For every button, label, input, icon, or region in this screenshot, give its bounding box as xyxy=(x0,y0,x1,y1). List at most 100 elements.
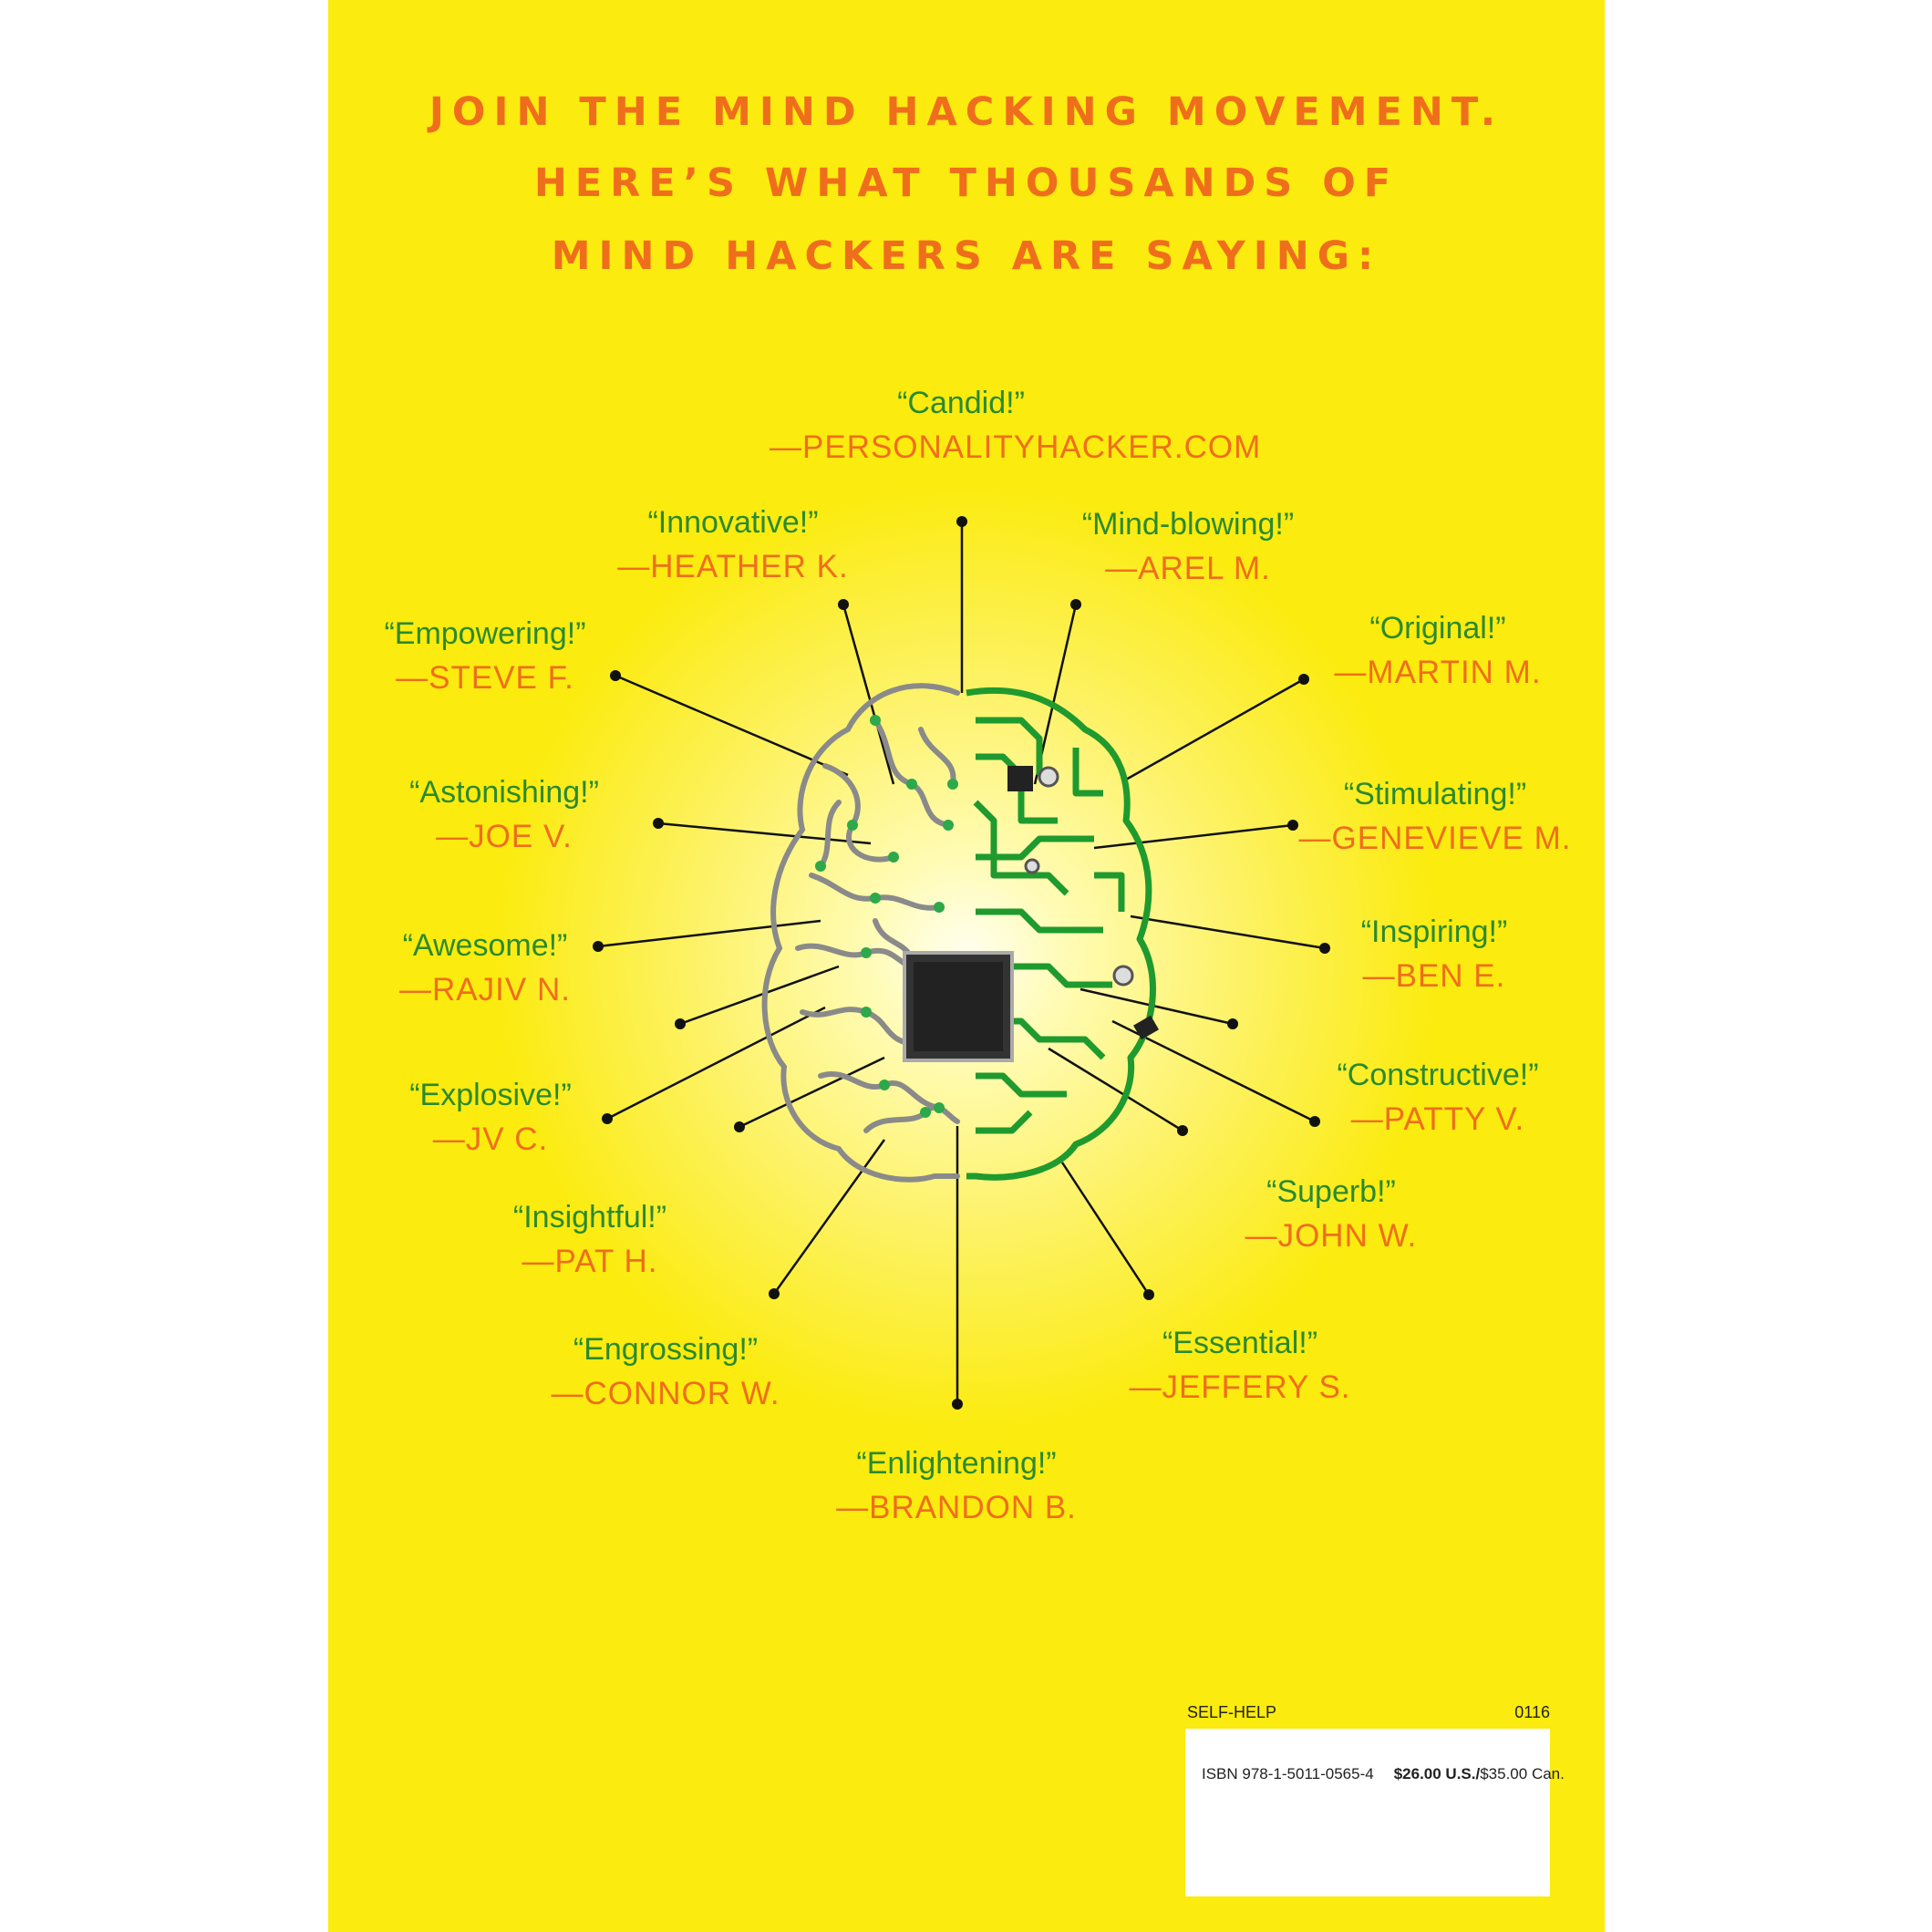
pointer-dot xyxy=(1309,1116,1320,1127)
testimonial-author: —JEFFERY S. xyxy=(1129,1369,1351,1405)
pointer-dot xyxy=(952,1399,963,1410)
circuit-right-hemisphere xyxy=(966,687,1156,1181)
price-us: $26.00 U.S./ xyxy=(1393,1765,1481,1782)
testimonial-quote: “Empowering!” xyxy=(384,616,586,651)
testimonial-quote: “Astonishing!” xyxy=(409,775,599,810)
testimonial: “Superb!” —JOHN W. xyxy=(1140,1176,1523,1252)
testimonial-author: —PERSONALITYHACKER.COM xyxy=(770,429,1262,465)
testimonial: “Engrossing!” —CONNOR W. xyxy=(474,1334,857,1410)
pointer-line xyxy=(842,604,895,785)
circuit-trace xyxy=(976,1110,1033,1134)
circuit-components xyxy=(1007,766,1160,1040)
testimonial-quote: “Stimulating!” xyxy=(1343,777,1527,811)
pointer-dot xyxy=(610,670,621,681)
testimonial-author: —HEATHER K. xyxy=(617,549,849,584)
testimonial: “Awesome!” —RAJIV N. xyxy=(328,930,677,1006)
chip-small xyxy=(1007,766,1033,791)
circuit-trace xyxy=(976,908,1103,934)
circuit-trace xyxy=(976,717,1043,775)
testimonial-author: —MARTIN M. xyxy=(1334,655,1542,690)
barcode-box: ISBN 978-1-5011-0565-4$26.00 U.S./$35.00… xyxy=(1185,1729,1565,1896)
pointer-line xyxy=(1125,677,1305,781)
testimonial-author: —CONNOR W. xyxy=(551,1376,780,1411)
testimonial-author: —RAJIV N. xyxy=(399,972,571,1007)
pointer-dot xyxy=(1287,820,1298,831)
pointer-line xyxy=(615,674,849,777)
testimonial: “Insightful!” —PAT H. xyxy=(398,1202,781,1277)
testimonial-author: —JV C. xyxy=(432,1121,549,1157)
testimonial: “Candid!” —PERSONALITYHACKER.COM xyxy=(770,386,1262,465)
pointer-dot xyxy=(1298,674,1309,685)
testimonial: “Stimulating!” —GENEVIEVE M. xyxy=(1244,779,1605,854)
cpu-die xyxy=(914,962,1003,1051)
testimonial: “Empowering!” —STEVE F. xyxy=(328,618,677,694)
pointer-dot xyxy=(734,1121,745,1132)
testimonial-quote: “Inspiring!” xyxy=(1360,914,1508,949)
print-code: 0116 xyxy=(1514,1703,1550,1721)
brain-outline xyxy=(761,683,960,1183)
testimonial-author: —BEN E. xyxy=(1362,958,1506,994)
back-cover: JOIN THE MIND HACKING MOVEMENT. HERE’S W… xyxy=(328,0,1605,1932)
testimonial-quote: “Engrossing!” xyxy=(573,1332,759,1367)
testimonial-quote: “Essential!” xyxy=(1162,1326,1318,1360)
isbn: ISBN 978-1-5011-0565-4 xyxy=(1202,1765,1374,1782)
central-chip xyxy=(903,951,1014,1062)
testimonial-quote: “Enlightening!” xyxy=(856,1446,1057,1481)
testimonial-quote: “Candid!” xyxy=(897,386,1025,420)
testimonial: “Essential!” —JEFFERY S. xyxy=(1049,1328,1431,1403)
brain-left-hemisphere xyxy=(761,683,960,1183)
testimonial: “Inspiring!” —BEN E. xyxy=(1243,916,1605,992)
circuit-trace xyxy=(973,800,1069,896)
pointer-dot xyxy=(1070,599,1081,610)
testimonial-quote: “Insightful!” xyxy=(512,1200,667,1235)
headline-line-3: MIND HACKERS ARE SAYING: xyxy=(551,233,1382,279)
testimonial-author: —BRANDON B. xyxy=(836,1490,1077,1525)
brain-fold xyxy=(863,1104,960,1133)
testimonial-quote: “Innovative!” xyxy=(647,505,819,540)
pointer-line xyxy=(739,1056,885,1129)
pointer-line xyxy=(1048,1047,1183,1132)
circuit-trace xyxy=(1072,748,1103,797)
testimonial-author: —AREL M. xyxy=(1105,551,1271,586)
testimonial-author: —GENEVIEVE M. xyxy=(1298,821,1572,856)
testimonial: “Astonishing!” —JOE V. xyxy=(328,777,696,852)
pointer-dot xyxy=(653,818,664,829)
pointer-line xyxy=(606,1006,826,1121)
capacitor xyxy=(1038,766,1059,788)
circuit-trace xyxy=(976,1072,1067,1098)
pointer-dot xyxy=(956,516,967,527)
isbn-price-line: ISBN 978-1-5011-0565-4$26.00 U.S./$35.00… xyxy=(1202,1765,1565,1783)
pointer-dots xyxy=(593,516,1330,1410)
pointer-line xyxy=(597,919,821,948)
testimonial: “Original!” —MARTIN M. xyxy=(1246,613,1605,688)
pointer-line xyxy=(679,965,840,1026)
testimonial: “Mind-blowing!” —AREL M. xyxy=(997,509,1379,584)
capacitor xyxy=(1024,858,1040,874)
pointer-line xyxy=(1130,914,1326,950)
pointer-line xyxy=(1093,823,1294,850)
circuit-trace xyxy=(976,835,1094,861)
testimonial-quote: “Mind-blowing!” xyxy=(1081,507,1295,542)
testimonial-author: —STEVE F. xyxy=(396,660,574,696)
testimonial: “Enlightening!” —BRANDON B. xyxy=(765,1448,1148,1524)
pointer-line xyxy=(1080,987,1234,1026)
brain-fold xyxy=(818,800,842,869)
testimonial-quote: “Constructive!” xyxy=(1337,1058,1539,1092)
pointer-lines xyxy=(597,522,1326,1404)
pointer-line xyxy=(772,1139,886,1295)
testimonial: “Constructive!” —PATTY V. xyxy=(1246,1059,1605,1135)
category-label: SELF-HELP xyxy=(1187,1703,1277,1721)
pointer-dot xyxy=(1177,1125,1188,1136)
brain-circuit-illustration xyxy=(593,516,1330,1410)
testimonial-author: —PAT H. xyxy=(522,1244,658,1279)
circuit-trace xyxy=(1094,872,1125,912)
testimonial-author: —JOHN W. xyxy=(1245,1218,1418,1254)
brain-fold xyxy=(873,718,951,828)
pointer-dot xyxy=(602,1113,613,1124)
testimonial: “Explosive!” —JV C. xyxy=(328,1080,682,1155)
headline-line-1: JOIN THE MIND HACKING MOVEMENT. xyxy=(429,89,1504,135)
testimonial-quote: “Superb!” xyxy=(1266,1174,1396,1209)
pointer-dot xyxy=(769,1288,780,1299)
brain-fold xyxy=(822,763,896,863)
circuit-outline xyxy=(966,687,1156,1181)
